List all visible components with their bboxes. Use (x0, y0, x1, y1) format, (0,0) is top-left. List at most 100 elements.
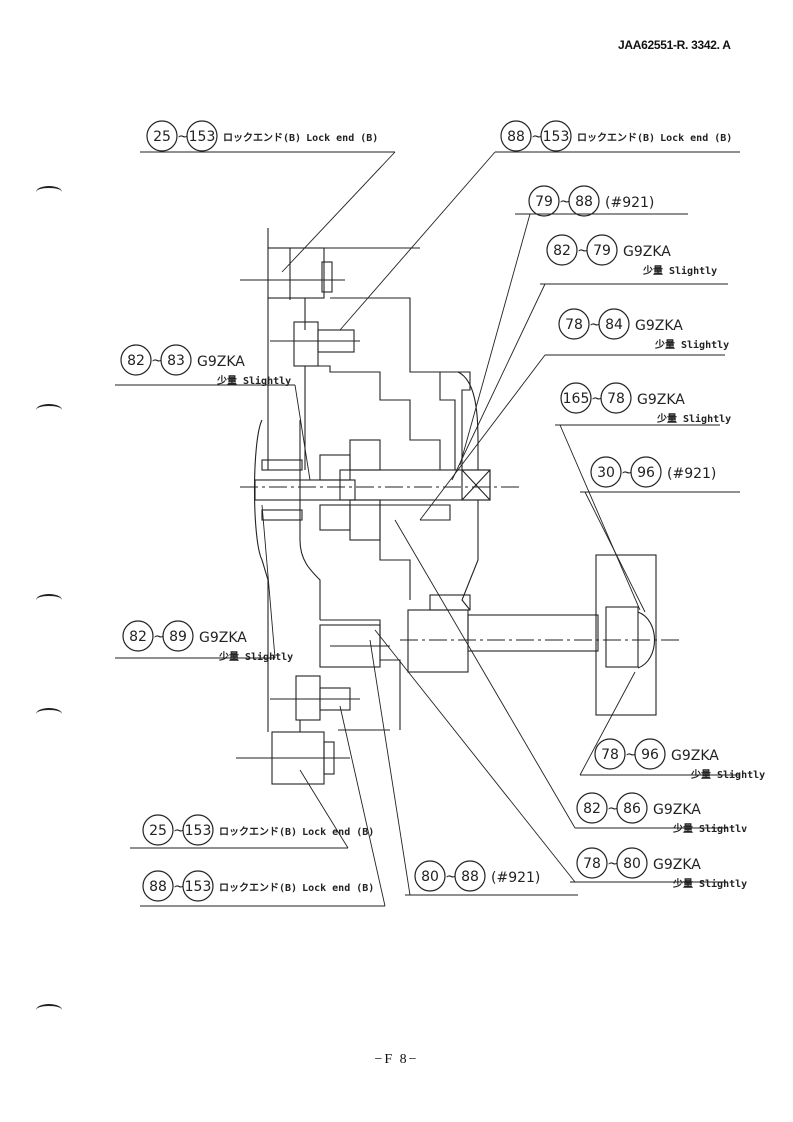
part-number: 96 (641, 747, 659, 763)
part-circle (142, 870, 174, 902)
part-circle (162, 620, 194, 652)
part-circle (540, 120, 572, 152)
part-number: 88 (149, 879, 167, 895)
part-number: 153 (543, 129, 570, 145)
note-en: Slightly (243, 375, 291, 387)
part-circle (454, 860, 486, 892)
note-en: Slightly (717, 769, 765, 781)
part-circle (560, 382, 592, 414)
amount-note: 少量 Slightly (672, 877, 747, 890)
note-en: Slightlv (699, 823, 747, 835)
part-number: 78 (607, 391, 625, 407)
leader-lines (115, 151, 740, 907)
part-circle (586, 234, 618, 266)
part-circle (546, 234, 578, 266)
tilde-connector: ~ (531, 129, 543, 145)
part-circle (598, 308, 630, 340)
callout-c8: 30~96(#921) (590, 456, 716, 488)
part-circle (122, 620, 154, 652)
part-circle (160, 344, 192, 376)
note-en: Lock end (B) (660, 133, 732, 144)
part-number: 79 (535, 194, 553, 210)
part-circle (182, 814, 214, 846)
note-en: Slightly (699, 878, 747, 890)
part-number: 96 (637, 465, 655, 481)
amount-note: 少量 Slightly (642, 264, 717, 277)
lock-note: ロックエンド(B) Lock end (B) (219, 882, 374, 894)
part-number: 165 (563, 391, 590, 407)
part-number: 153 (185, 823, 212, 839)
note-en: Slightly (669, 265, 717, 277)
note-en: Lock end (B) (302, 883, 374, 894)
part-circle (630, 456, 662, 488)
note-en: Slightly (681, 339, 729, 351)
note-jp: ロックエンド(B) (219, 882, 297, 894)
binder-hole-mark (36, 594, 62, 606)
lubricant-spec: G9ZKA (197, 354, 245, 370)
tilde-connector: ~ (445, 869, 457, 885)
part-number: 82 (129, 629, 147, 645)
part-number: 88 (575, 194, 593, 210)
part-number: 88 (461, 869, 479, 885)
page-number: −F 8− (374, 1052, 419, 1067)
tilde-connector: ~ (559, 194, 571, 210)
lubricant-spec: (#921) (605, 195, 654, 211)
part-circle (182, 870, 214, 902)
part-circle (594, 738, 626, 770)
note-jp: 少量 (216, 374, 237, 387)
part-circle (634, 738, 666, 770)
amount-note: 少量 Slightly (216, 374, 291, 387)
tilde-connector: ~ (607, 801, 619, 817)
tilde-connector: ~ (591, 391, 603, 407)
tilde-connector: ~ (153, 629, 165, 645)
tilde-connector: ~ (177, 129, 189, 145)
binder-hole-mark (36, 186, 62, 198)
part-circle (528, 185, 560, 217)
tilde-connector: ~ (173, 879, 185, 895)
part-circle (616, 847, 648, 879)
binder-hole-mark (36, 404, 62, 416)
tilde-connector: ~ (607, 856, 619, 872)
part-number: 25 (153, 129, 171, 145)
tilde-connector: ~ (589, 317, 601, 333)
part-number: 79 (593, 243, 611, 259)
binder-hole-mark (36, 708, 62, 720)
tilde-connector: ~ (151, 353, 163, 369)
part-circle (590, 456, 622, 488)
part-number: 86 (623, 801, 641, 817)
part-number: 88 (507, 129, 525, 145)
part-circle (414, 860, 446, 892)
part-number: 83 (167, 353, 185, 369)
callout-c14: 80~88(#921) (414, 860, 540, 892)
part-circle (576, 792, 608, 824)
part-number: 82 (553, 243, 571, 259)
part-circle (142, 814, 174, 846)
note-jp: 少量 (654, 338, 675, 351)
lubricant-spec: (#921) (491, 870, 540, 886)
lock-note: ロックエンド(B)Lock end (B) (577, 132, 732, 144)
part-number: 78 (583, 856, 601, 872)
tilde-connector: ~ (621, 465, 633, 481)
note-en: Lock end (B) (306, 133, 378, 144)
note-en: Slightly (683, 413, 731, 425)
note-jp: 少量 (642, 264, 663, 277)
part-circle (576, 847, 608, 879)
note-jp: 少量 (672, 822, 693, 835)
part-number: 78 (601, 747, 619, 763)
note-jp: 少量 (672, 877, 693, 890)
tilde-connector: ~ (625, 747, 637, 763)
note-en: Slightly (245, 651, 293, 663)
part-circle (558, 308, 590, 340)
